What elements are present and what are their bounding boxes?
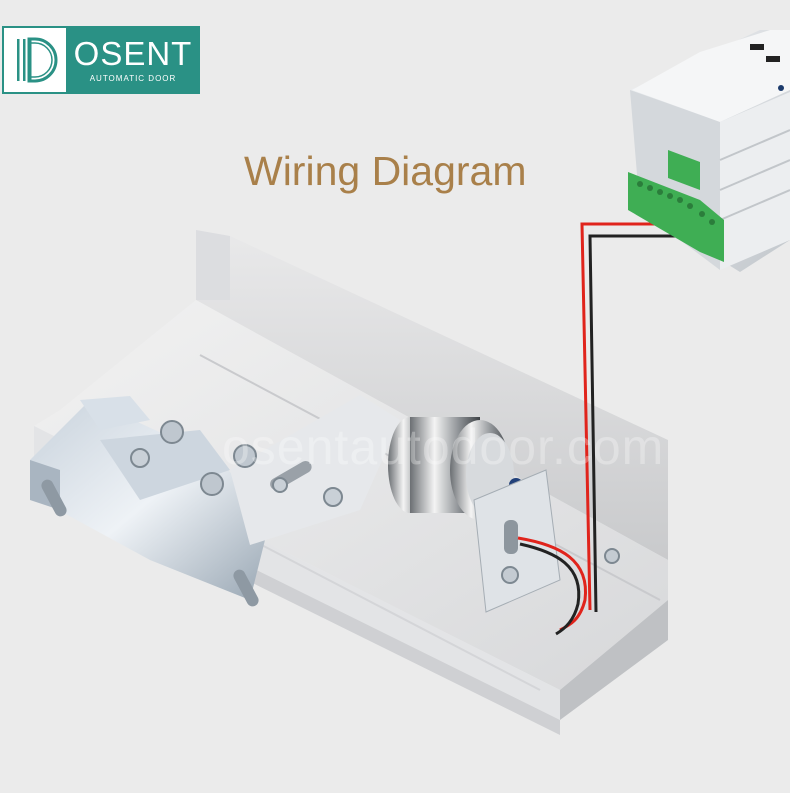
logo-mark xyxy=(4,28,66,92)
terminal-block xyxy=(628,172,724,262)
rail-back-wall xyxy=(196,230,668,560)
mounting-bracket xyxy=(30,400,270,600)
controller-unit xyxy=(628,30,790,272)
logo-emblem-icon xyxy=(17,37,58,83)
logo-brand-name: OSENT xyxy=(73,34,193,72)
brand-logo: OSENT AUTOMATIC DOOR xyxy=(2,26,200,94)
black-wire xyxy=(588,234,710,613)
page-title: Wiring Diagram xyxy=(244,148,527,194)
bolt-group xyxy=(130,420,343,507)
lock-plate xyxy=(230,395,400,545)
watermark: osentautodoor.com xyxy=(222,419,665,475)
logo-tagline: AUTOMATIC DOOR xyxy=(89,73,177,83)
